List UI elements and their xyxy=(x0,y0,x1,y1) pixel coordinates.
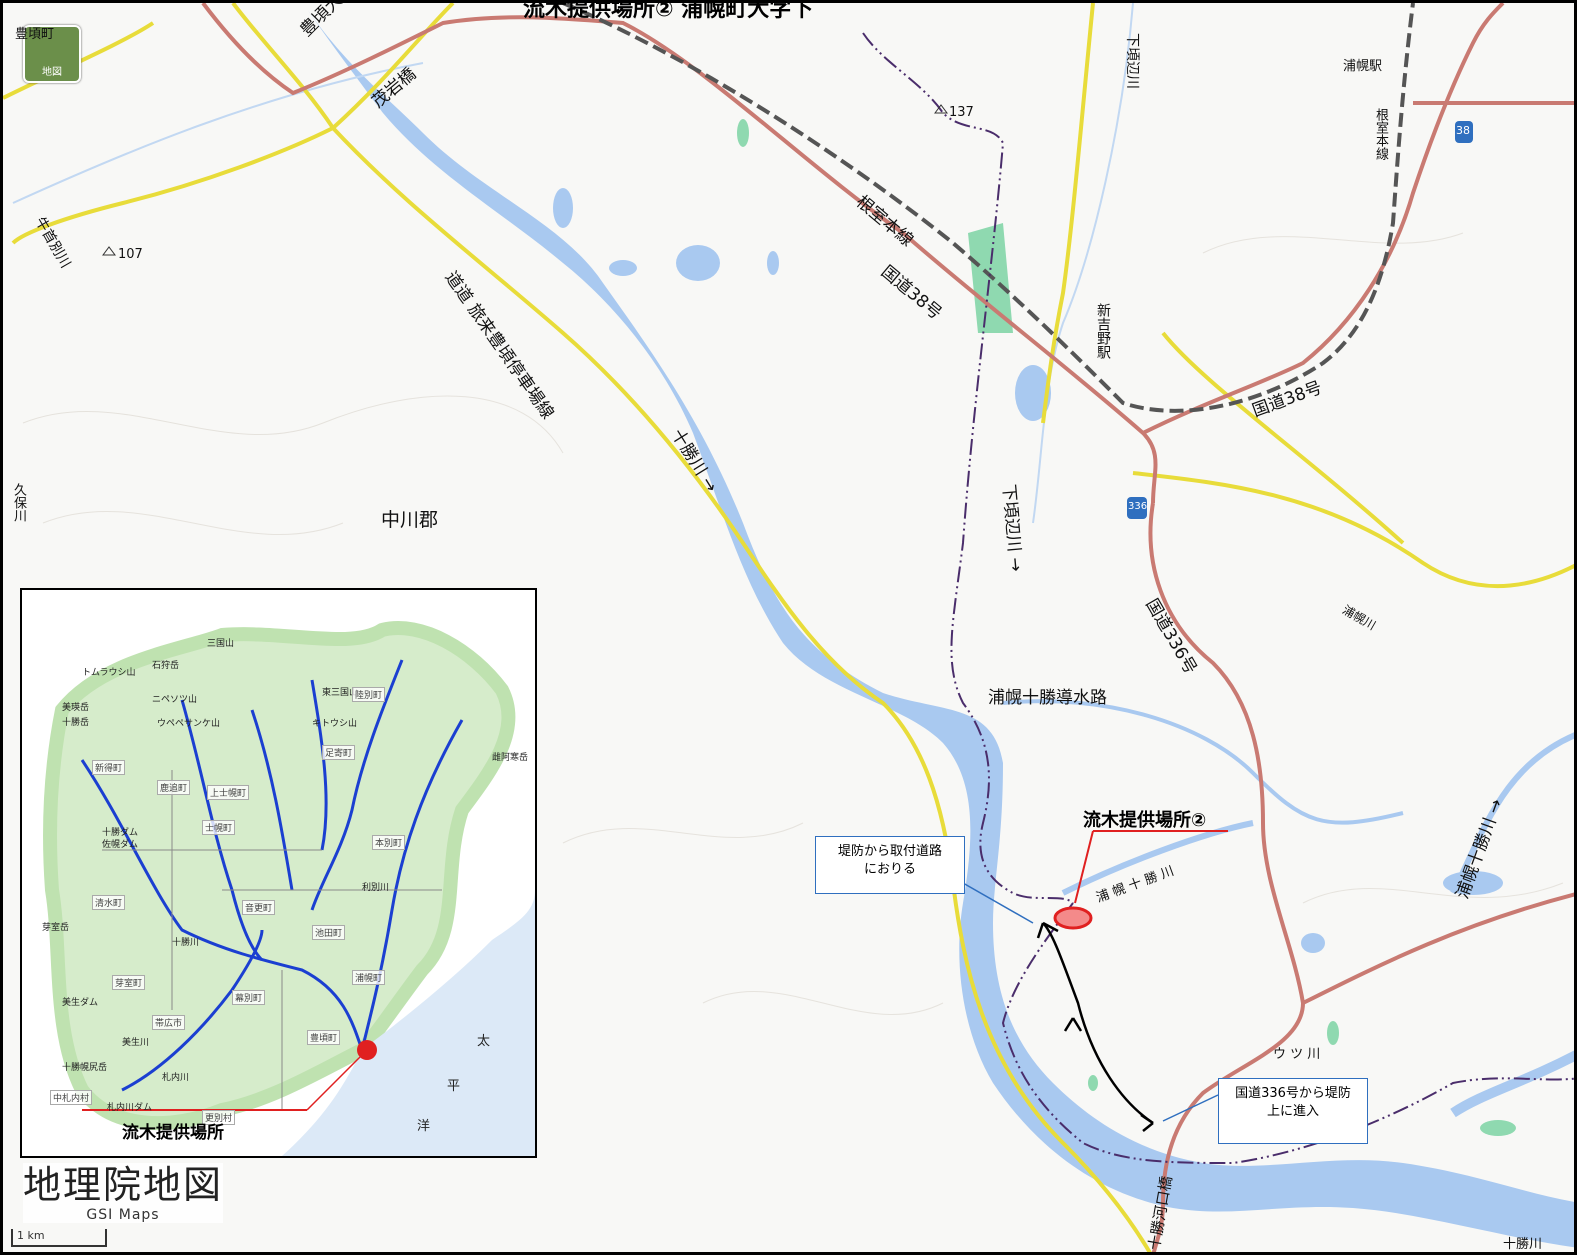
river-label: 下頃辺川 xyxy=(1124,33,1140,89)
nemuro-line xyxy=(562,3,1415,413)
town-label: 足寄町 xyxy=(322,745,356,760)
peak-label: 美瑛岳 xyxy=(62,703,90,713)
town-label: 本別町 xyxy=(372,835,406,850)
station-label: 浦幌駅 xyxy=(1343,59,1383,74)
river-label: 十勝川 xyxy=(1503,1237,1543,1252)
gsi-logo-title: 地理院地図 xyxy=(23,1163,224,1207)
callout-route-entry: 国道336号から堤防 上に進入 xyxy=(1218,1078,1368,1144)
peak-label: 東三国山 xyxy=(322,688,359,698)
railway-label: 根室本線 xyxy=(1373,108,1388,160)
dam-label: 札内川ダム xyxy=(107,1103,153,1113)
dam-label: 十勝ダム xyxy=(102,828,139,838)
route-shield: 38 xyxy=(1456,124,1470,137)
river-label: ウ ツ 川 xyxy=(1273,1047,1321,1062)
tokachi-river xyxy=(303,3,1574,1248)
peak-label: 三国山 xyxy=(207,639,235,649)
district-label: 中川郡 xyxy=(381,509,439,531)
town-label: 浦幌町 xyxy=(352,970,386,985)
river-label: 美生川 xyxy=(122,1038,150,1048)
callout-text: 国道336号から堤防 上に進入 xyxy=(1235,1086,1351,1119)
town-label: 音更町 xyxy=(242,900,276,915)
inset-site-label: 流木提供場所 xyxy=(122,1123,224,1143)
town-label: 新得町 xyxy=(92,760,126,775)
town-label: 士幌町 xyxy=(202,820,236,835)
station-label: 新吉野駅 xyxy=(1095,303,1111,359)
inset-overview-map: トムラウシ山 石狩岳 三国山 ニペソツ山 ウペペサンケ山 美瑛岳 十勝岳 東三国… xyxy=(20,588,537,1158)
town-label: 更別村 xyxy=(202,1110,236,1125)
peak-label: キトウシ山 xyxy=(312,719,358,729)
peak-label: ウペペサンケ山 xyxy=(157,719,221,729)
peak-label: 十勝岳 xyxy=(62,718,90,728)
town-label: 鹿追町 xyxy=(157,780,191,795)
sea-label: 平 xyxy=(447,1079,461,1094)
river-label: 利別川 xyxy=(362,883,390,893)
peak-label: 芽室岳 xyxy=(42,923,70,933)
town-label: 清水町 xyxy=(92,895,126,910)
town-label: 上士幌町 xyxy=(207,785,250,800)
callout-levee-exit: 堤防から取付道路 におりる xyxy=(815,836,965,894)
tokachi-basin xyxy=(43,621,516,1131)
map-layer-label: 地図 xyxy=(42,67,62,78)
gsi-logo-subtitle: GSI Maps xyxy=(86,1207,160,1223)
site-label: 流木提供場所② xyxy=(1083,810,1207,831)
scale-bar: 1 km xyxy=(11,1229,107,1247)
elevation-label: 137 xyxy=(949,105,974,120)
peak-label: 石狩岳 xyxy=(152,661,180,671)
town-label: 中札内村 xyxy=(50,1090,93,1105)
inset-map-graphic xyxy=(22,590,535,1156)
town-label: 陸別町 xyxy=(352,687,386,702)
town-label: 幕別町 xyxy=(232,990,266,1005)
river-label: 札内川 xyxy=(162,1073,190,1083)
river-label: 十勝川 xyxy=(172,938,200,948)
river-label: 久保川 xyxy=(11,483,26,522)
map-title: 流木提供場所② 浦幌町大字下 xyxy=(523,0,814,22)
town-label: 池田町 xyxy=(312,925,346,940)
site-marker xyxy=(1053,906,1093,930)
peak-label: 雌阿寒岳 xyxy=(492,753,529,763)
callout-text: 堤防から取付道路 におりる xyxy=(837,844,942,877)
dam-label: 美生ダム xyxy=(62,998,99,1008)
town-label: 帯広市 xyxy=(152,1015,186,1030)
gsi-logo: 地理院地図 GSI Maps xyxy=(23,1163,224,1223)
town-label: 豊頃町 xyxy=(307,1030,341,1045)
town-label: 豊頃町 xyxy=(15,27,55,42)
map-layer-button[interactable]: 地図 xyxy=(23,25,81,83)
canal-label: 浦幌十勝導水路 xyxy=(988,688,1107,708)
peak-label: ニペソツ山 xyxy=(152,695,198,705)
town-label: 芽室町 xyxy=(112,975,146,990)
elevation-label: 107 xyxy=(118,247,143,262)
route-shield: 336 xyxy=(1128,501,1148,512)
sea-label: 洋 xyxy=(417,1119,431,1134)
dam-label: 十勝幌尻岳 xyxy=(62,1063,108,1073)
peak-label: トムラウシ山 xyxy=(82,668,136,678)
sea-label: 太 xyxy=(477,1034,491,1049)
dam-label: 佐幌ダム xyxy=(102,840,139,850)
